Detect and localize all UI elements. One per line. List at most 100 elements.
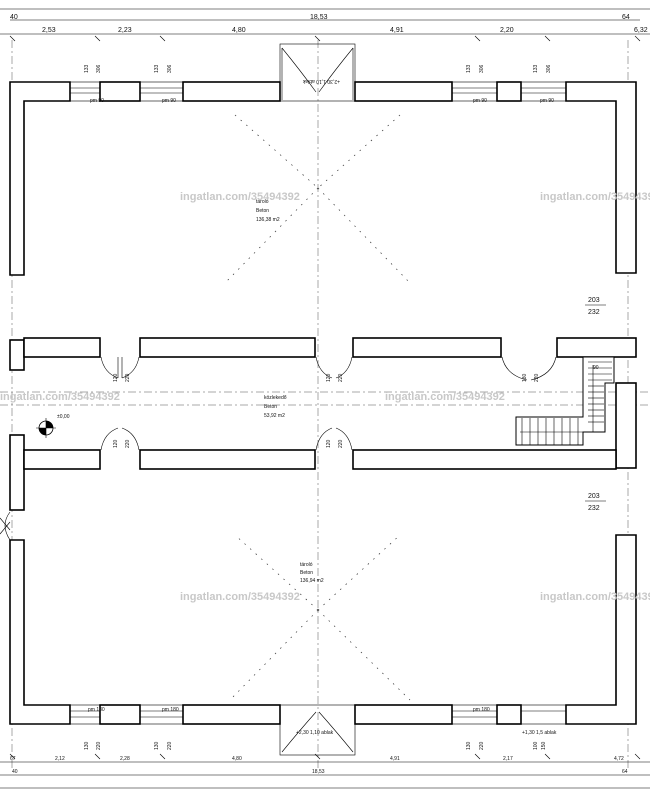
room-corridor-name: közlekedő — [264, 395, 287, 401]
top-dim-seg-2: 2,23 — [118, 27, 132, 34]
corridor-door-lower-2-a: 120 — [326, 439, 332, 448]
corridor-door-upper-3: 180 220 — [500, 340, 558, 382]
bottom-door-label: +2,30 1,10 ablak — [296, 730, 334, 736]
upper-room-diagonals — [224, 114, 411, 284]
corridor-doors-lower: 120 220 120 220 — [99, 427, 354, 469]
top-dim-seg-5: 2,20 — [500, 27, 514, 34]
window-top-2: pm 90 133 306 — [139, 64, 184, 104]
staircase: 90 — [515, 356, 615, 446]
room-upper-label: tároló Beton 136,38 m2 — [256, 199, 280, 223]
window-top-1-label: pm 90 — [90, 98, 104, 104]
window-bottom-1: pm 180 130 220 — [69, 704, 105, 750]
bottom-dim-seg-5: 2,17 — [503, 756, 513, 762]
top-dimension-chain: 40 18,53 64 2,53 2,23 4,80 4,91 2,20 6,3… — [0, 8, 650, 42]
window-bottom-4-dim-b: 150 — [541, 741, 547, 750]
corridor-door-upper-2-a: 120 — [326, 373, 332, 382]
window-bottom-3-dim-b: 220 — [479, 741, 485, 750]
corridor-doors-upper: 120 220 120 220 180 220 — [99, 340, 558, 382]
room-lower-name: tároló — [300, 562, 313, 568]
stair-label: 90 — [593, 365, 599, 371]
window-bottom-3-dim-a: 130 — [466, 741, 472, 750]
window-top-4-dim-b: 306 — [546, 64, 552, 73]
room-lower-floor: Beton — [300, 570, 313, 576]
corridor-door-upper-1-a: 120 — [113, 373, 119, 382]
watermark-2: ingatlan.com/35494392 — [540, 191, 650, 203]
bottom-dim-footer-left: 40 — [12, 769, 18, 775]
corridor-door-upper-3-a: 180 — [522, 373, 528, 382]
window-top-1: pm 90 133 306 — [69, 64, 104, 104]
corridor-walls — [23, 337, 637, 470]
side-dimensions: 203 232 203 232 — [585, 297, 606, 512]
window-top-2-label: pm 90 — [162, 98, 176, 104]
left-side-door — [0, 511, 11, 541]
side-dim-upper-2: 232 — [588, 309, 600, 316]
top-dim-right: 64 — [622, 14, 630, 21]
top-dim-total: 18,53 — [310, 14, 328, 21]
window-top-4: pm 90 133 306 — [520, 64, 567, 104]
corridor-door-lower-1-b: 220 — [125, 439, 131, 448]
room-upper-name: tároló — [256, 199, 269, 205]
side-dim-lower-1: 203 — [588, 493, 600, 500]
window-top-1-dim-a: 133 — [84, 64, 90, 73]
window-top-1-dim-b: 306 — [96, 64, 102, 73]
corridor-door-lower-2-b: 220 — [338, 439, 344, 448]
window-top-2-dim-a: 133 — [154, 64, 160, 73]
grid-axes — [0, 40, 650, 770]
watermark-1: ingatlan.com/35494392 — [180, 191, 300, 203]
room-corridor-floor: Beton — [264, 404, 277, 410]
watermark-4: ingatlan.com/35494392 — [385, 391, 505, 403]
top-windows: pm 90 133 306 pm 90 133 306 pm 90 133 30… — [69, 64, 567, 104]
bottom-double-door: +2,30 1,10 ablak — [279, 704, 356, 756]
top-dim-left: 40 — [10, 14, 18, 21]
bottom-dim-seg-2: 2,28 — [120, 756, 130, 762]
room-corridor-area: 53,92 m2 — [264, 413, 285, 419]
top-dim-seg-1: 2,53 — [42, 27, 56, 34]
room-upper-floor: Beton — [256, 208, 269, 214]
bottom-dimension-chain: 67 2,12 2,28 4,80 4,91 2,17 4,72 40 18,5… — [0, 753, 650, 789]
corridor-door-upper-1: 120 220 — [99, 340, 141, 382]
top-double-door: +2,30 1,10 ablak — [279, 43, 356, 102]
watermark-3: ingatlan.com/35494392 — [0, 391, 120, 403]
window-bottom-2: pm 180 130 220 — [139, 704, 184, 750]
corridor-door-upper-1-b: 220 — [125, 373, 131, 382]
bottom-dim-footer-total: 18,53 — [312, 769, 325, 775]
window-bottom-2-dim-b: 220 — [167, 741, 173, 750]
watermarks: ingatlan.com/35494392 ingatlan.com/35494… — [0, 191, 650, 603]
bottom-right-window-label: +1,30 1,5 ablak — [522, 730, 557, 736]
room-corridor-label: közlekedő Beton 53,92 m2 — [264, 395, 287, 419]
window-bottom-1-label: pm 180 — [88, 707, 105, 713]
window-top-4-dim-a: 133 — [533, 64, 539, 73]
bottom-dim-seg-4: 4,91 — [390, 756, 400, 762]
bottom-windows: pm 180 130 220 pm 180 130 220 pm 180 130… — [69, 704, 567, 750]
lower-room-diagonals — [229, 534, 411, 701]
watermark-5: ingatlan.com/35494392 — [180, 591, 300, 603]
window-bottom-1-dim-a: 130 — [84, 741, 90, 750]
top-dim-seg-4: 4,91 — [390, 27, 404, 34]
corridor-door-lower-1: 120 220 — [99, 427, 141, 469]
window-top-3-dim-b: 306 — [479, 64, 485, 73]
side-dim-lower-2: 232 — [588, 505, 600, 512]
room-upper-area: 136,38 m2 — [256, 217, 280, 223]
window-bottom-3: pm 180 130 220 — [451, 704, 498, 750]
bottom-dim-seg-1: 2,12 — [55, 756, 65, 762]
room-lower-area: 136,94 m2 — [300, 578, 324, 584]
window-top-2-dim-b: 306 — [167, 64, 173, 73]
corridor-door-lower-2: 120 220 — [314, 427, 354, 469]
window-top-4-label: pm 90 — [540, 98, 554, 104]
corridor-door-lower-1-a: 120 — [113, 439, 119, 448]
window-bottom-4-dim-a: 100 — [533, 741, 539, 750]
bottom-dim-extra: 67 — [10, 756, 16, 762]
window-bottom-2-label: pm 180 — [162, 707, 179, 713]
window-bottom-1-dim-b: 220 — [96, 741, 102, 750]
level-mark-label: ±0,00 — [57, 414, 70, 420]
window-bottom-3-label: pm 180 — [473, 707, 490, 713]
window-bottom-4: 100 150 — [520, 704, 567, 750]
side-dim-upper-1: 203 — [588, 297, 600, 304]
top-door-label: +2,30 1,10 ablak — [302, 78, 340, 84]
top-dim-seg-6: 6,32 — [634, 27, 648, 34]
bottom-dim-footer-right: 64 — [622, 769, 628, 775]
corridor-door-upper-2: 120 220 — [314, 340, 354, 382]
window-top-3: pm 90 133 306 — [451, 64, 498, 104]
window-top-3-dim-a: 133 — [466, 64, 472, 73]
